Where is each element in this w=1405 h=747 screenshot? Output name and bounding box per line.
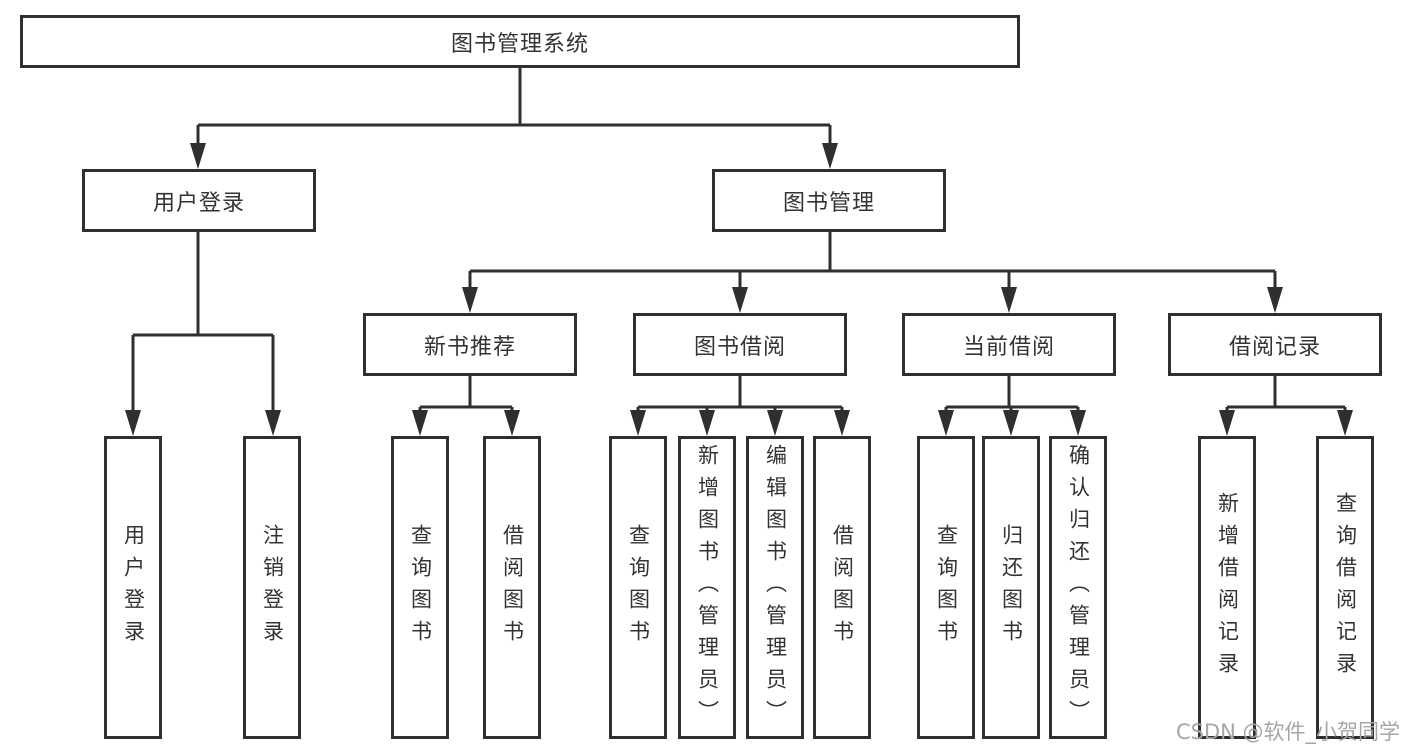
- node-add-borrow-record-label: 新增借阅记录: [1215, 491, 1240, 684]
- node-query-borrow-record-label: 查询借阅记录: [1333, 491, 1358, 684]
- node-return-books-label: 归还图书: [999, 523, 1024, 652]
- node-book-management: 图书管理: [712, 169, 946, 232]
- node-borrow-records-label: 借阅记录: [1228, 334, 1321, 360]
- node-user-login: 用户登录: [82, 169, 316, 232]
- node-edit-books-admin-label: 编辑图书（管理员）: [763, 443, 788, 732]
- node-user-login-action-label: 用户登录: [121, 523, 146, 652]
- node-book-borrowing-label: 图书借阅: [693, 334, 786, 360]
- node-borrow-records: 借阅记录: [1168, 313, 1382, 376]
- node-new-book-recommend-label: 新书推荐: [423, 334, 516, 360]
- node-confirm-return-admin-label: 确认归还（管理员）: [1066, 443, 1091, 732]
- node-user-login-label: 用户登录: [152, 190, 245, 216]
- node-return-books: 归还图书: [982, 436, 1040, 739]
- node-book-management-label: 图书管理: [782, 190, 875, 216]
- node-query-books-recommend-label: 查询图书: [408, 523, 433, 652]
- node-logout-action-label: 注销登录: [260, 523, 285, 652]
- node-edit-books-admin: 编辑图书（管理员）: [746, 436, 804, 739]
- node-current-borrowing: 当前借阅: [902, 313, 1116, 376]
- node-logout-action: 注销登录: [243, 436, 301, 739]
- node-add-books-admin-label: 新增图书（管理员）: [695, 443, 720, 732]
- node-book-borrowing: 图书借阅: [633, 313, 847, 376]
- node-borrow-books-borrowing-label: 借阅图书: [830, 523, 855, 652]
- node-borrow-books-borrowing: 借阅图书: [813, 436, 871, 739]
- node-query-books-current: 查询图书: [917, 436, 975, 739]
- node-query-books-recommend: 查询图书: [391, 436, 449, 739]
- node-add-books-admin: 新增图书（管理员）: [678, 436, 736, 739]
- node-user-login-action: 用户登录: [104, 436, 162, 739]
- node-query-books-borrowing-label: 查询图书: [626, 523, 651, 652]
- node-borrow-books-recommend-label: 借阅图书: [500, 523, 525, 652]
- node-root-label: 图书管理系统: [450, 31, 589, 57]
- node-query-books-borrowing: 查询图书: [609, 436, 667, 739]
- node-query-books-current-label: 查询图书: [934, 523, 959, 652]
- node-add-borrow-record: 新增借阅记录: [1198, 436, 1256, 739]
- node-query-borrow-record: 查询借阅记录: [1316, 436, 1374, 739]
- node-confirm-return-admin: 确认归还（管理员）: [1049, 436, 1107, 739]
- csdn-watermark: CSDN @软件_小贺同学: [1176, 720, 1401, 744]
- node-root: 图书管理系统: [20, 15, 1020, 68]
- node-borrow-books-recommend: 借阅图书: [483, 436, 541, 739]
- node-new-book-recommend: 新书推荐: [363, 313, 577, 376]
- node-current-borrowing-label: 当前借阅: [962, 334, 1055, 360]
